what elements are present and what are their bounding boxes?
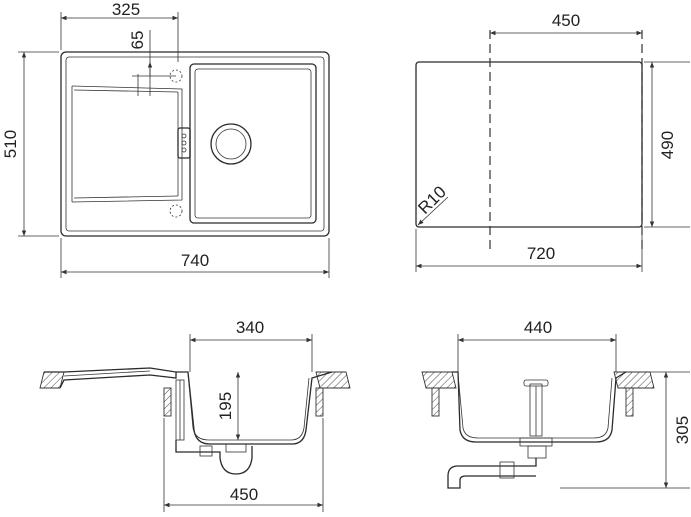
side-section: 440 305 [421, 318, 691, 489]
front-bowl-depth-label: 195 [216, 392, 235, 420]
cabinet-wall-left [163, 387, 172, 417]
cutout-depth-label: 490 [658, 131, 677, 159]
top-view: 740 510 325 65 [1, 0, 330, 278]
side-bowl-width-label: 440 [524, 318, 552, 337]
side-total-depth-label: 305 [673, 416, 691, 444]
overflow-offset-label: 65 [128, 31, 147, 50]
bowl-inner [194, 68, 312, 219]
drain-trap [175, 440, 253, 475]
top-depth-label: 510 [1, 130, 20, 158]
overflow-slot [177, 127, 191, 159]
bowl-outline [189, 63, 317, 224]
tap-hole-marker-top [169, 69, 183, 83]
top-width-label: 740 [181, 251, 209, 270]
side-worktop-left [421, 371, 457, 389]
sink-outline [60, 51, 330, 237]
side-bowl-outer [452, 371, 627, 443]
cabinet-wall-right [315, 387, 324, 417]
drainer [71, 85, 183, 203]
front-section: 340 195 450 [39, 318, 351, 512]
cutout-view: 450 720 490 R10 [414, 11, 690, 272]
side-worktop-right [613, 371, 655, 389]
worktop-right [315, 371, 351, 389]
side-outlet-pipe [447, 458, 537, 489]
front-bowl-width-label: 340 [236, 318, 264, 337]
sink-rim [65, 56, 325, 232]
tap-hole-marker-bottom [169, 204, 183, 218]
cutout-width-label: 720 [527, 244, 555, 263]
front-base-width-label: 450 [230, 485, 258, 504]
bowl-offset-label: 325 [112, 0, 140, 19]
cutout-center-width-label: 450 [552, 11, 580, 30]
corner-radius-label: R10 [414, 182, 449, 217]
worktop-left [39, 371, 65, 389]
drain-outer [210, 123, 252, 165]
cutout-outline [415, 61, 643, 228]
drain-inner [215, 128, 247, 160]
